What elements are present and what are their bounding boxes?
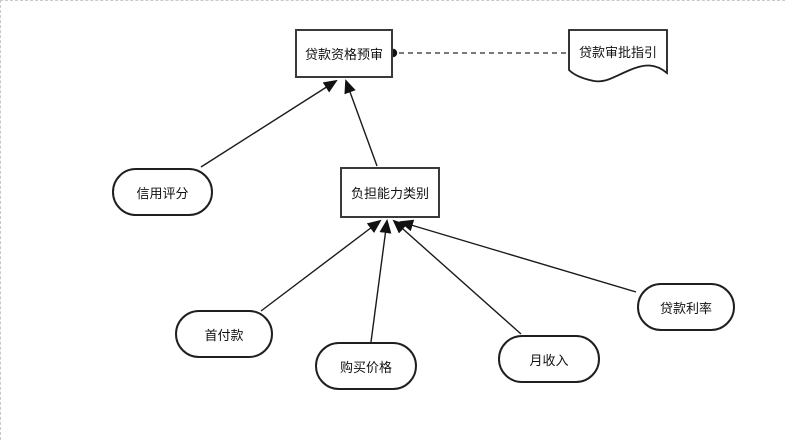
edge-credit-to-prequal — [200, 79, 338, 168]
input-data-node-loan-rate[interactable]: 贷款利率 — [637, 283, 735, 331]
node-label: 贷款审批指引 — [578, 44, 657, 60]
input-data-node-down-payment[interactable]: 首付款 — [175, 310, 273, 358]
decision-node-prequalification[interactable]: 贷款资格预审 — [295, 29, 393, 78]
node-label: 贷款利率 — [659, 300, 712, 316]
page-boundary-left — [0, 0, 1, 440]
page-boundary-top — [0, 0, 785, 1]
decision-node-affordability[interactable]: 负担能力类别 — [340, 167, 440, 218]
node-label: 信用评分 — [136, 185, 189, 201]
edge-rate-to-affordability — [399, 219, 637, 293]
input-data-node-credit-score[interactable]: 信用评分 — [112, 168, 213, 216]
edge-income-to-affordability — [392, 219, 522, 335]
node-label: 月收入 — [529, 352, 569, 368]
knowledge-source-node-guidelines[interactable]: 贷款审批指引 — [568, 29, 668, 83]
edge-downpayment-to-affordability — [260, 219, 382, 312]
input-data-node-purchase-price[interactable]: 购买价格 — [315, 342, 417, 390]
document-shape — [568, 29, 668, 83]
node-label: 负担能力类别 — [350, 186, 429, 201]
edge-price-to-affordability — [370, 219, 392, 343]
node-label: 贷款资格预审 — [304, 47, 383, 62]
node-label: 购买价格 — [339, 359, 392, 375]
input-data-node-monthly-income[interactable]: 月收入 — [498, 335, 600, 383]
node-label: 首付款 — [204, 327, 244, 343]
edge-affordability-to-prequal — [344, 79, 378, 167]
